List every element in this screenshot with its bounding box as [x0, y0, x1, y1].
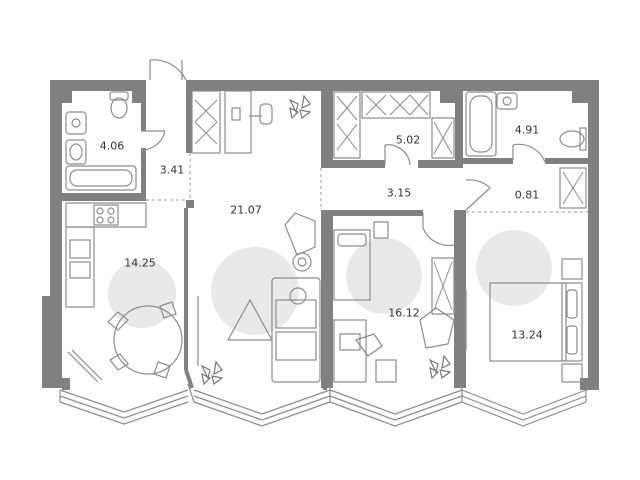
zone-circles	[108, 230, 552, 335]
area-label-bedroom-1: 16.12	[388, 306, 420, 320]
area-label-kitchen: 14.25	[124, 256, 156, 270]
plant-icons	[200, 94, 452, 386]
walls	[42, 80, 599, 390]
bay-windows	[59, 383, 587, 427]
area-label-bathroom-2: 4.91	[514, 123, 540, 137]
wardrobe-hatching	[194, 94, 584, 311]
area-label-storage: 0.81	[514, 188, 540, 202]
area-label-bathroom-1: 4.06	[99, 139, 125, 153]
doors	[140, 59, 546, 247]
dashed-boundaries	[146, 153, 588, 213]
area-label-wardrobe: 5.02	[395, 133, 421, 147]
area-label-hall: 3.41	[159, 163, 185, 177]
area-label-corridor: 3.15	[386, 186, 412, 200]
fixtures	[65, 90, 587, 383]
area-label-bedroom-2: 13.24	[511, 328, 543, 342]
area-label-living-room: 21.07	[230, 203, 262, 217]
room-edges	[184, 208, 327, 390]
